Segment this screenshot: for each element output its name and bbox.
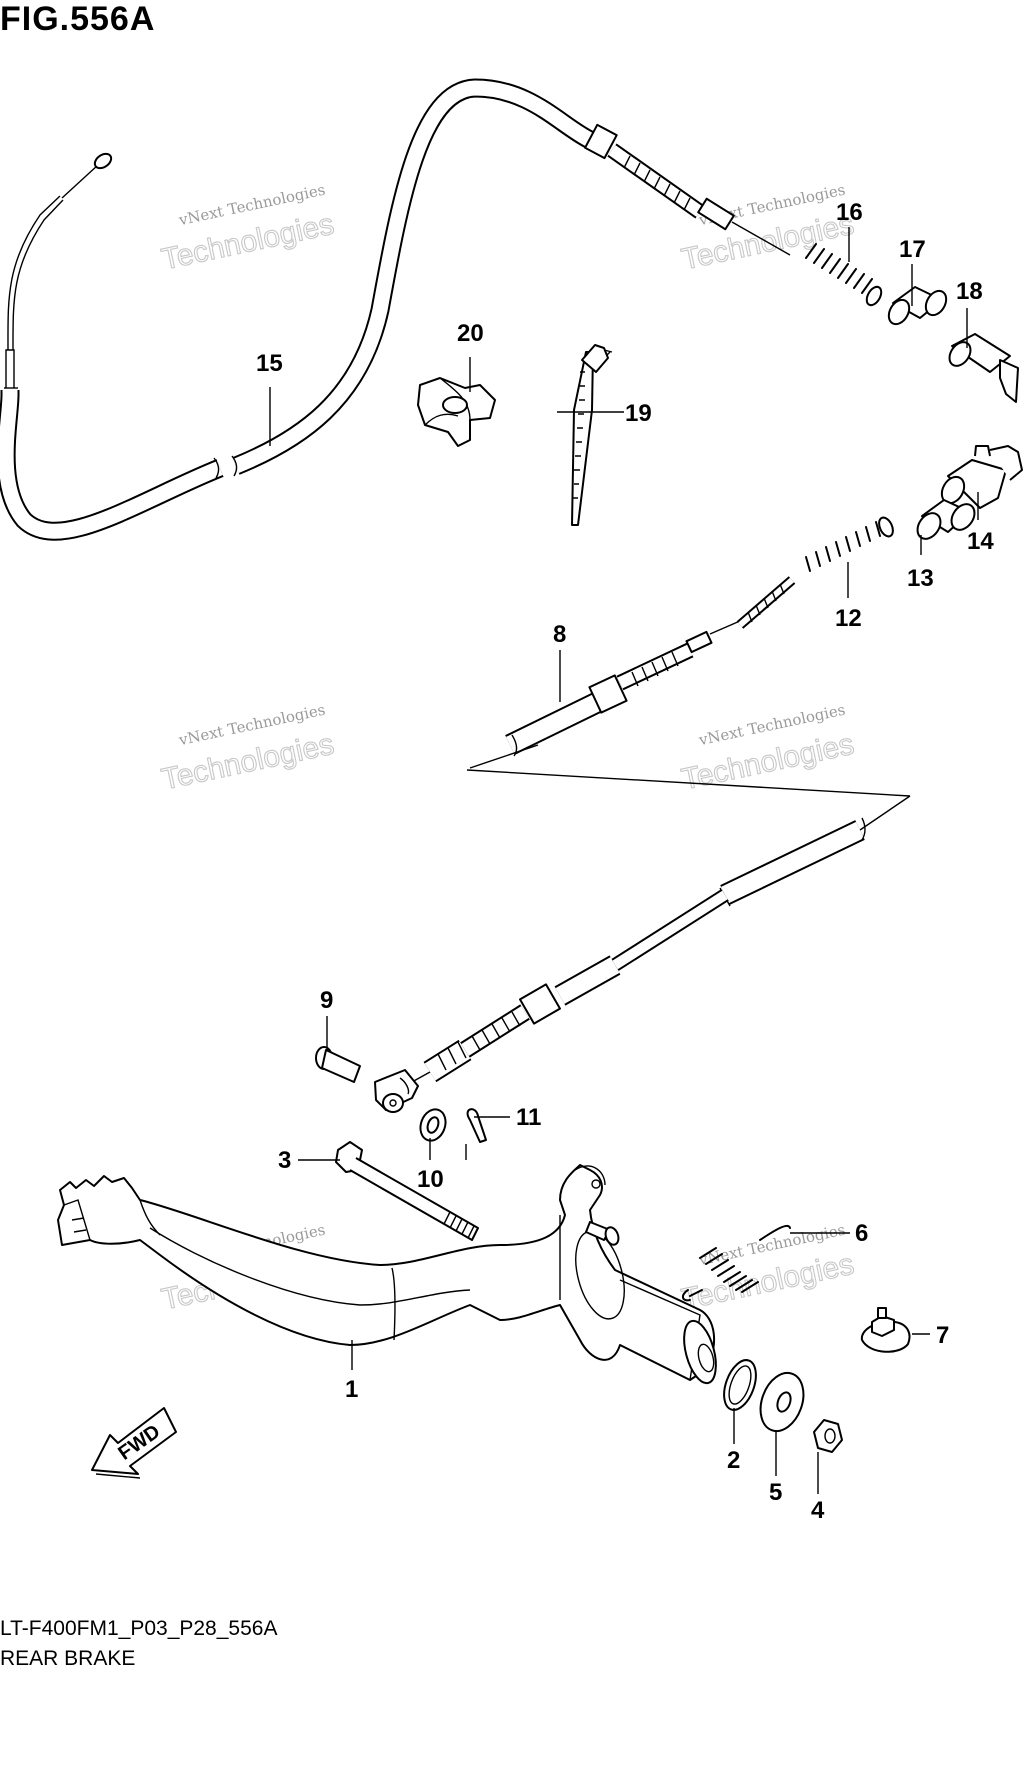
callout-5: 5 [769,1479,782,1506]
fwd-arrow-icon: FWD [91,1407,177,1479]
part-7-nut [860,1307,911,1353]
callout-13: 13 [907,565,934,592]
part-15-cable [0,78,791,541]
part-19-tie [571,344,613,526]
part-13-sleeve [916,499,976,540]
callout-7: 7 [936,1322,949,1349]
part-2-o-ring [723,1359,757,1411]
figure-code: LT-F400FM1_P03_P28_556A [0,1617,278,1640]
part-9-pin [315,1046,361,1083]
part-4-nut [813,1419,843,1453]
part-11-cotter-pin [465,1108,487,1160]
part-20-clamp [417,377,496,447]
part-16-spring [805,243,883,307]
part-3-bolt [335,1141,479,1241]
part-18-joint [948,333,1019,403]
callout-17: 17 [899,236,926,263]
figure-title: FIG.556A [0,0,156,38]
callout-18: 18 [956,278,983,305]
part-14-joint [940,445,1023,509]
callout-14: 14 [967,528,994,555]
part-6-spring [682,1224,791,1302]
callout-15: 15 [256,350,283,377]
part-10-washer [419,1108,447,1142]
callout-19: 19 [625,400,652,427]
callout-6: 6 [855,1220,868,1247]
leader-lines [269,227,979,1494]
callout-1: 1 [345,1376,358,1403]
part-8-cable [374,576,911,1113]
callout-9: 9 [320,987,333,1014]
part-5-washer [759,1371,805,1433]
callout-4: 4 [811,1497,825,1524]
callout-8: 8 [553,621,566,648]
callout-12: 12 [835,605,862,632]
callout-2: 2 [727,1447,740,1474]
part-17-sleeve [887,286,948,326]
callout-20: 20 [457,320,484,347]
part-12-spring [805,516,894,572]
callout-3: 3 [278,1147,291,1174]
figure-name: REAR BRAKE [0,1647,136,1670]
callout-11: 11 [516,1104,541,1131]
callout-16: 16 [836,199,863,226]
callout-10: 10 [417,1166,444,1193]
callout-labels: 15 16 17 18 20 19 14 13 12 8 9 10 11 3 1… [256,199,994,1524]
part-1-brake-pedal [57,1164,717,1385]
